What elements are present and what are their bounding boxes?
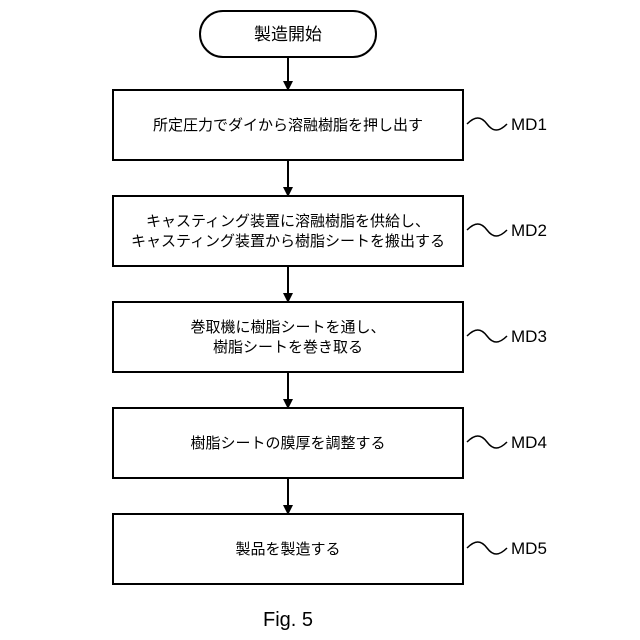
- step-reference-label: MD5: [511, 539, 547, 558]
- start-terminal: 製造開始: [200, 11, 376, 57]
- step-text-line: 所定圧力でダイから溶融樹脂を押し出す: [153, 116, 423, 134]
- step-text-line: 製品を製造する: [235, 540, 340, 558]
- step-md3: 巻取機に樹脂シートを通し、樹脂シートを巻き取る MD3: [113, 302, 547, 372]
- step-md4: 樹脂シートの膜厚を調整する MD4: [113, 408, 547, 478]
- process-steps: 所定圧力でダイから溶融樹脂を押し出す MD1 キャスティング装置に溶融樹脂を供給し、…: [113, 90, 547, 584]
- step-reference-label: MD1: [511, 115, 547, 134]
- step-md1: 所定圧力でダイから溶融樹脂を押し出す MD1: [113, 90, 547, 160]
- step-text-line: キャスティング装置から樹脂シートを搬出する: [131, 232, 445, 250]
- reference-leader: [467, 224, 507, 236]
- step-text-line: 樹脂シートの膜厚を調整する: [190, 434, 385, 452]
- step-text-line: キャスティング装置に溶融樹脂を供給し、: [146, 212, 430, 230]
- step-box: [113, 302, 463, 372]
- figure-caption: Fig. 5: [263, 609, 313, 631]
- step-text-line: 巻取機に樹脂シートを通し、: [190, 318, 385, 336]
- step-reference-label: MD2: [511, 221, 547, 240]
- step-md5: 製品を製造する MD5: [113, 514, 547, 584]
- step-box: [113, 196, 463, 266]
- start-terminal-label: 製造開始: [254, 25, 322, 45]
- step-md2: キャスティング装置に溶融樹脂を供給し、キャスティング装置から樹脂シートを搬出する…: [113, 196, 547, 266]
- reference-leader: [467, 330, 507, 342]
- reference-leader: [467, 542, 507, 554]
- step-reference-label: MD4: [511, 433, 547, 452]
- reference-leader: [467, 436, 507, 448]
- reference-leader: [467, 118, 507, 130]
- step-reference-label: MD3: [511, 327, 547, 346]
- step-text-line: 樹脂シートを巻き取る: [213, 338, 363, 356]
